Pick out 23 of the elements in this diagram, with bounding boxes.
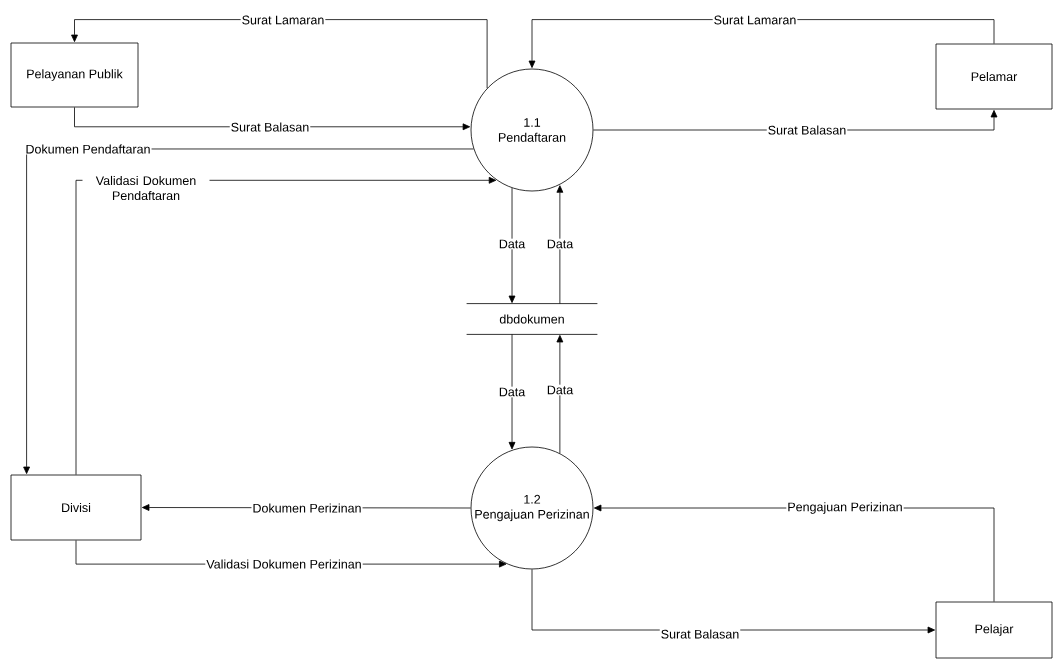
edge-label: Surat Balasan bbox=[659, 628, 741, 640]
edge-label: Pengajuan Perizinan bbox=[786, 501, 904, 515]
entity-box: Pelayanan Publik bbox=[10, 42, 139, 108]
edge-label: Surat Balasan bbox=[229, 121, 311, 133]
edge-label: Data bbox=[497, 238, 527, 250]
arrow bbox=[556, 335, 564, 454]
edge-label: Validasi Dokumen Pendaftaran bbox=[82, 174, 210, 202]
entity-box: Pelamar bbox=[935, 43, 1053, 110]
edge-label: Dokumen Pendaftaran bbox=[24, 143, 152, 155]
edge-label: Data bbox=[545, 384, 575, 396]
arrow bbox=[508, 187, 516, 303]
edge-label: Data bbox=[545, 238, 575, 250]
data-store: dbdokumen bbox=[466, 303, 598, 335]
edge-label: Dokumen Perizinan bbox=[251, 502, 363, 514]
arrow bbox=[556, 185, 564, 304]
edge-label: Data bbox=[497, 386, 527, 398]
edge-label: Surat Lamaran bbox=[240, 14, 326, 26]
edge-label: Surat Lamaran bbox=[712, 14, 798, 26]
edge-label: Validasi Dokumen Perizinan bbox=[205, 558, 363, 570]
entity-box: Pelajar bbox=[935, 601, 1053, 659]
arrow bbox=[508, 334, 516, 450]
entity-box: Divisi bbox=[10, 474, 142, 541]
edge-label: Surat Balasan bbox=[766, 124, 848, 136]
